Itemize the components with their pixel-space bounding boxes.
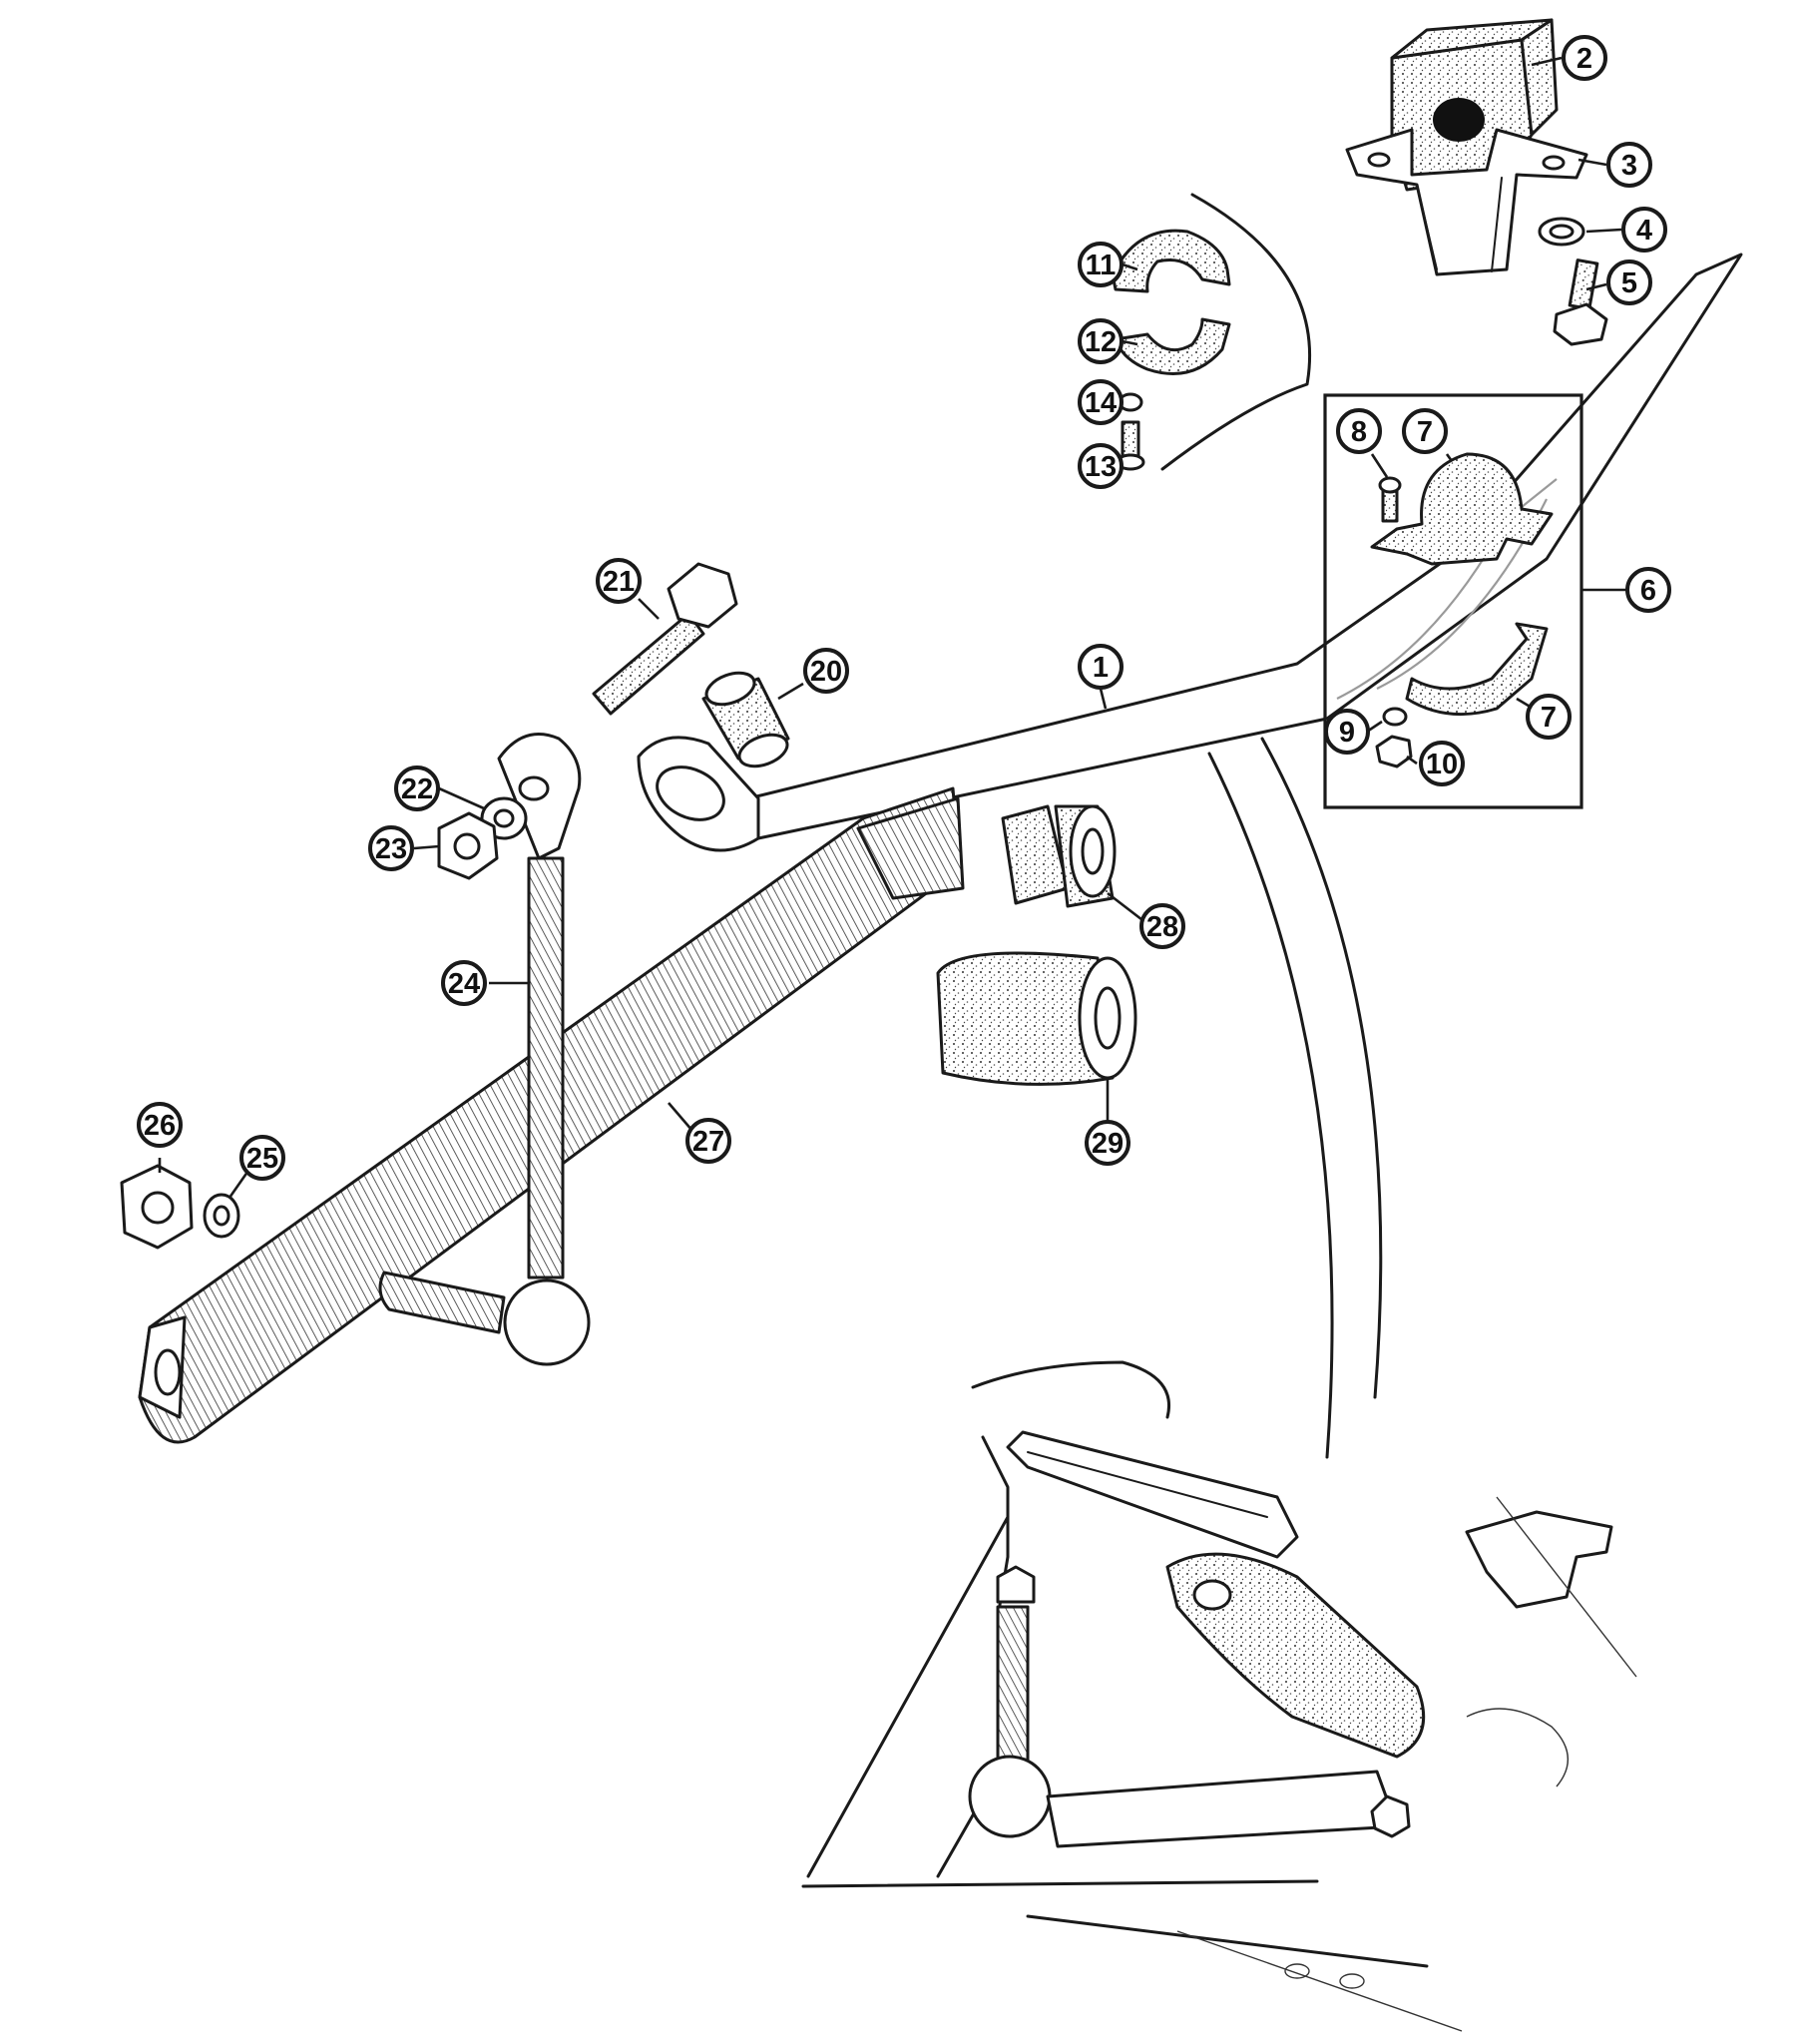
split-bush (1001, 804, 1117, 908)
callout-label: 13 (1085, 451, 1117, 483)
callout-3: 3 (1606, 142, 1652, 188)
callout-label: 12 (1085, 326, 1117, 358)
clamp-nut (1375, 735, 1413, 768)
callout-label: 7 (1541, 702, 1557, 734)
bar-clamp-upper (1370, 452, 1554, 566)
inset-assembly-view (801, 1360, 1637, 2032)
callout-5: 5 (1606, 259, 1652, 305)
callout-label: 20 (810, 656, 842, 688)
callout-20: 20 (803, 648, 849, 694)
callout-9: 9 (1324, 709, 1370, 755)
clamp-half-upper (1111, 229, 1231, 293)
end-nut (120, 1164, 194, 1250)
callout-label: 11 (1086, 250, 1117, 281)
inset-arc-lower (1207, 737, 1383, 1459)
clamp-washer (1382, 707, 1408, 727)
link-nut (437, 811, 499, 880)
callout-12: 12 (1078, 318, 1124, 364)
spring-washer (1538, 217, 1585, 247)
end-washer (203, 1193, 240, 1239)
callout-22: 22 (394, 766, 440, 811)
callout-label: 22 (401, 773, 433, 805)
callout-label: 27 (692, 1126, 724, 1158)
callout-label: 14 (1085, 387, 1117, 419)
callout-1: 1 (1078, 644, 1124, 690)
bracket-bolt (1553, 258, 1608, 346)
callout-7b: 7 (1526, 694, 1572, 740)
bar-clamp-lower (1405, 622, 1549, 717)
anti-roll-bar (637, 253, 1743, 852)
callout-29: 29 (1085, 1120, 1130, 1166)
callout-label: 25 (246, 1143, 278, 1175)
callout-label: 26 (144, 1110, 176, 1142)
callout-26: 26 (137, 1102, 183, 1148)
inset-arc-upper (1160, 193, 1312, 471)
callout-leaders (158, 56, 1622, 1199)
callout-label: 5 (1621, 267, 1637, 299)
callout-label: 29 (1092, 1128, 1124, 1160)
callout-2: 2 (1562, 35, 1607, 81)
drop-link (378, 733, 591, 1366)
clamp-kit-frame (1323, 393, 1626, 809)
callout-label: 28 (1146, 911, 1178, 943)
callout-27: 27 (685, 1118, 731, 1164)
callout-21: 21 (596, 558, 642, 604)
callout-label: 23 (375, 833, 407, 865)
callout-8: 8 (1336, 408, 1382, 454)
callout-label: 4 (1636, 215, 1652, 247)
clamp-screw (1378, 476, 1402, 523)
clamp-half-lower (1114, 317, 1231, 375)
callout-14: 14 (1078, 379, 1124, 425)
callout-25: 25 (239, 1135, 285, 1181)
pivot-bush (701, 671, 790, 768)
callout-10: 10 (1419, 741, 1465, 786)
callout-28: 28 (1139, 903, 1185, 949)
callout-label: 8 (1351, 416, 1367, 448)
mounting-bracket (1345, 128, 1588, 276)
callout-13: 13 (1078, 443, 1124, 489)
pivot-bolt (592, 562, 738, 716)
small-screw (1116, 420, 1145, 471)
callout-7a: 7 (1402, 408, 1448, 454)
callout-24: 24 (441, 960, 487, 1006)
callout-23: 23 (368, 825, 414, 871)
callout-label: 1 (1093, 652, 1109, 684)
callout-label: 9 (1339, 717, 1355, 749)
callout-4: 4 (1621, 207, 1667, 253)
callout-label: 2 (1577, 43, 1592, 75)
callout-label: 7 (1417, 416, 1433, 448)
callout-label: 3 (1621, 150, 1637, 182)
large-bush (936, 951, 1137, 1086)
callout-label: 21 (603, 566, 635, 598)
callout-label: 24 (448, 968, 480, 1000)
callout-6: 6 (1625, 567, 1671, 613)
callout-label: 6 (1640, 575, 1656, 607)
callout-11: 11 (1078, 242, 1124, 287)
callout-label: 10 (1426, 749, 1458, 780)
